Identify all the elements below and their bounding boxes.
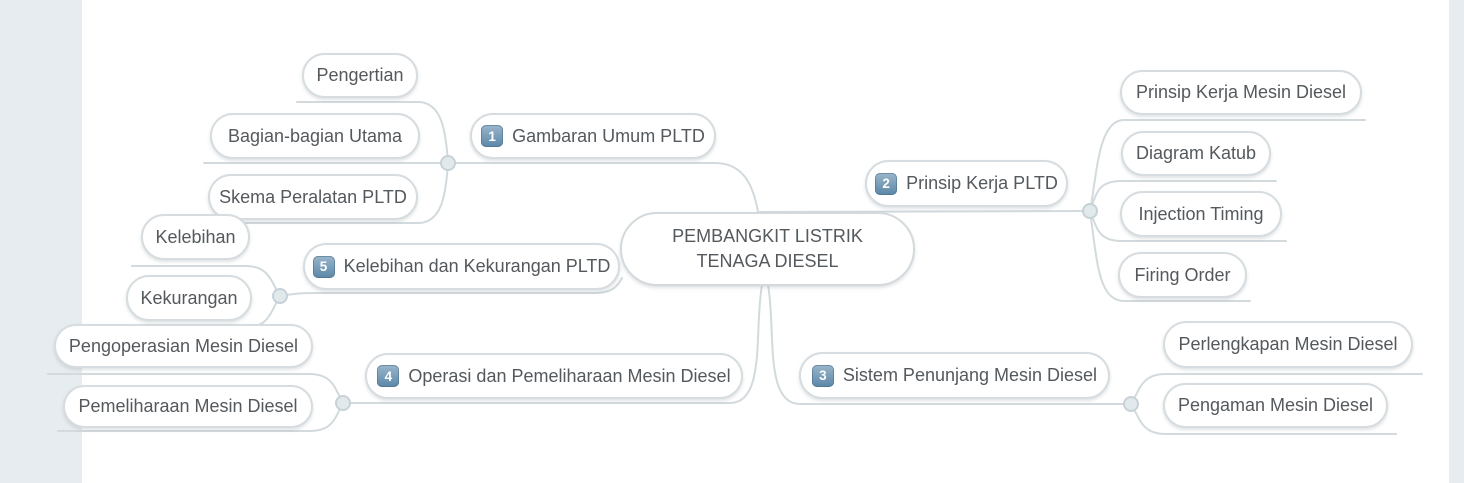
- node-label: Skema Peralatan PLTD: [219, 186, 407, 207]
- node-label: Prinsip Kerja PLTD: [906, 173, 1058, 193]
- link-root-branch-2: [759, 210, 1091, 213]
- link-branch-2-child-4: [1089, 210, 1251, 302]
- node-label: Diagram Katub: [1135, 143, 1257, 163]
- node-label: Gambaran Umum PLTD: [512, 125, 705, 146]
- collapse-handle-branch-5[interactable]: [272, 288, 288, 304]
- node-diagram-katub[interactable]: Diagram Katub: [1121, 131, 1271, 176]
- node-sistem-penunjang-mesin-diesel[interactable]: 3 Sistem Penunjang Mesin Diesel: [799, 352, 1110, 399]
- node-label: Injection Timing: [1138, 203, 1264, 224]
- keycap-5-icon: 5: [312, 255, 335, 278]
- node-label: Kelebihan: [155, 226, 236, 247]
- node-firing-order[interactable]: Firing Order: [1118, 252, 1247, 298]
- node-bagian-bagian-utama[interactable]: Bagian-bagian Utama: [210, 113, 420, 159]
- keycap-1-icon: 1: [481, 125, 504, 147]
- node-label: Bagian-bagian Utama: [227, 125, 403, 146]
- node-operasi-dan-pemeliharaan-mesin-diesel[interactable]: 4 Operasi dan Pemeliharaan Mesin Diesel: [365, 353, 743, 399]
- node-label: Operasi dan Pemeliharaan Mesin Diesel: [408, 365, 731, 386]
- node-skema-peralatan-pltd[interactable]: Skema Peralatan PLTD: [208, 174, 418, 220]
- node-label: Firing Order: [1134, 264, 1231, 285]
- node-gambaran-umum-pltd[interactable]: 1 Gambaran Umum PLTD: [470, 113, 716, 159]
- node-label: Kekurangan: [140, 287, 238, 308]
- link-root-branch-4: [342, 284, 763, 404]
- node-prinsip-kerja-pltd[interactable]: 2 Prinsip Kerja PLTD: [865, 160, 1068, 207]
- node-label: Pengoperasian Mesin Diesel: [68, 335, 299, 356]
- keycap-2-icon: 2: [875, 172, 898, 195]
- link-root-branch-3: [767, 284, 1132, 405]
- node-pemeliharaan-mesin-diesel[interactable]: Pemeliharaan Mesin Diesel: [63, 385, 313, 428]
- node-label: Pengertian: [316, 65, 404, 85]
- node-kekurangan[interactable]: Kekurangan: [126, 275, 252, 321]
- node-label: Pemeliharaan Mesin Diesel: [78, 396, 298, 416]
- link-root-branch-1: [447, 162, 759, 213]
- collapse-handle-branch-3[interactable]: [1123, 396, 1139, 412]
- node-label: Pengaman Mesin Diesel: [1177, 395, 1374, 415]
- link-branch-1-child-1: [296, 101, 449, 164]
- collapse-handle-branch-1[interactable]: [440, 155, 456, 171]
- node-prinsip-kerja-mesin-diesel[interactable]: Prinsip Kerja Mesin Diesel: [1120, 70, 1362, 115]
- keycap-3-icon: 3: [811, 364, 834, 387]
- node-label: Perlengkapan Mesin Diesel: [1178, 334, 1398, 354]
- node-injection-timing[interactable]: Injection Timing: [1120, 191, 1282, 237]
- node-label: Sistem Penunjang Mesin Diesel: [842, 365, 1098, 385]
- collapse-handle-branch-2[interactable]: [1082, 203, 1098, 219]
- node-label: Kelebihan dan Kekurangan PLTD: [343, 256, 611, 276]
- node-kelebihan-dan-kekurangan-pltd[interactable]: 5 Kelebihan dan Kekurangan PLTD: [303, 243, 620, 290]
- collapse-handle-branch-4[interactable]: [335, 395, 351, 411]
- node-perlengkapan-mesin-diesel[interactable]: Perlengkapan Mesin Diesel: [1163, 321, 1413, 368]
- node-pengaman-mesin-diesel[interactable]: Pengaman Mesin Diesel: [1163, 383, 1388, 428]
- link-branch-2-child-1: [1089, 119, 1366, 212]
- node-label: Prinsip Kerja Mesin Diesel: [1135, 82, 1347, 102]
- node-root[interactable]: PEMBANGKIT LISTRIK TENAGA DIESEL: [620, 212, 915, 286]
- node-root-label: PEMBANGKIT LISTRIK TENAGA DIESEL: [672, 225, 863, 271]
- link-branch-1-child-3: [201, 162, 449, 224]
- node-pengoperasian-mesin-diesel[interactable]: Pengoperasian Mesin Diesel: [54, 324, 313, 368]
- node-kelebihan[interactable]: Kelebihan: [141, 214, 250, 260]
- link-root-branch-5: [279, 277, 623, 297]
- node-pengertian[interactable]: Pengertian: [302, 53, 418, 98]
- canvas-right-margin: [1449, 0, 1464, 483]
- keycap-4-icon: 4: [377, 365, 400, 387]
